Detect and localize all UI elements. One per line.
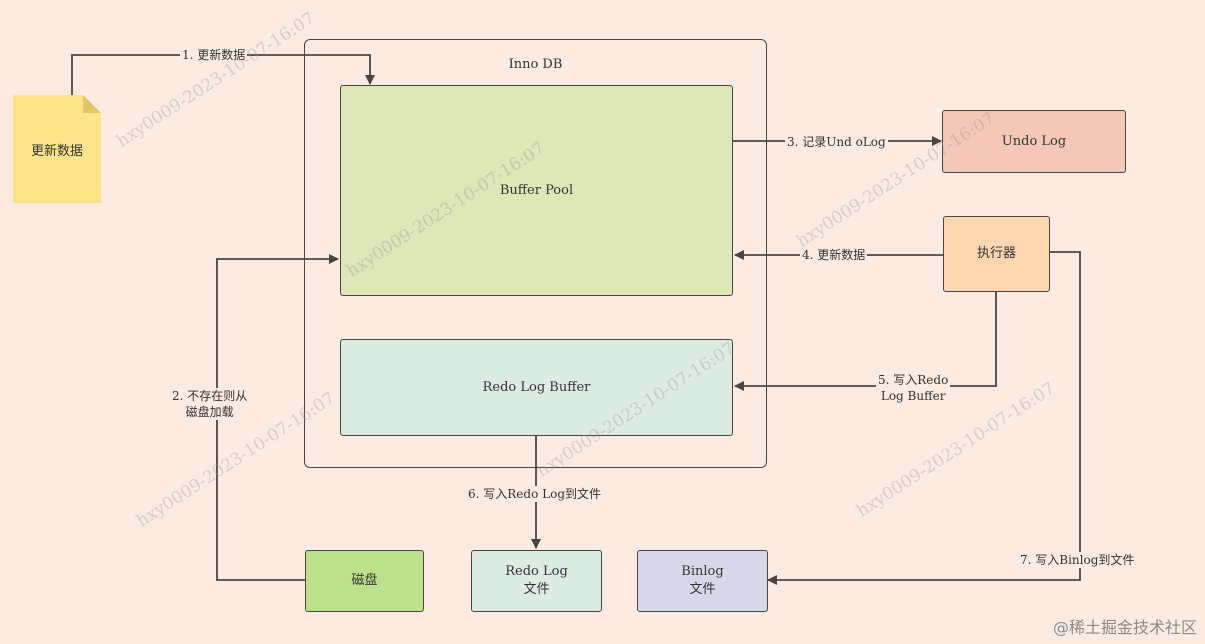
redo-log-buffer-box: Redo Log Buffer	[340, 339, 733, 436]
redo-log-file-label: Redo Log 文件	[505, 564, 568, 597]
edge-3-label: 3. 记录Und oLog	[785, 134, 888, 150]
executor-box: 执行器	[943, 216, 1050, 292]
edge-2-label: 2. 不存在则从 磁盘加载	[170, 388, 250, 420]
update-data-document-label: 更新数据	[30, 143, 83, 159]
edge-7-line	[767, 251, 1081, 585]
edge-1-label: 1. 更新数据	[180, 47, 248, 63]
executor-label: 执行器	[976, 246, 1016, 261]
buffer-pool-box: Buffer Pool	[340, 85, 733, 296]
innodb-title: Inno DB	[508, 57, 563, 72]
binlog-file-label: Binlog 文件	[681, 564, 724, 597]
buffer-pool-label: Buffer Pool	[499, 182, 574, 198]
edge-5-line	[734, 291, 997, 391]
innodb-container: Inno DB	[304, 39, 767, 468]
disk-box: 磁盘	[305, 550, 424, 612]
edge-6-label: 6. 写入Redo Log到文件	[466, 486, 603, 502]
redo-log-buffer-label: Redo Log Buffer	[482, 379, 591, 395]
redo-log-file-box: Redo Log 文件	[471, 550, 602, 612]
disk-label: 磁盘	[351, 573, 378, 588]
edge-7-label: 7. 写入Binlog到文件	[1018, 552, 1137, 568]
edge-5-label: 5. 写入Redo Log Buffer	[876, 372, 951, 404]
brand-watermark: @稀土掘金技术社区	[1052, 618, 1197, 637]
edge-4-label: 4. 更新数据	[800, 247, 868, 263]
update-data-document: 更新数据	[13, 95, 101, 203]
binlog-file-box: Binlog 文件	[637, 550, 768, 612]
undo-log-label: Undo Log	[1001, 133, 1067, 149]
undo-log-box: Undo Log	[942, 110, 1126, 173]
